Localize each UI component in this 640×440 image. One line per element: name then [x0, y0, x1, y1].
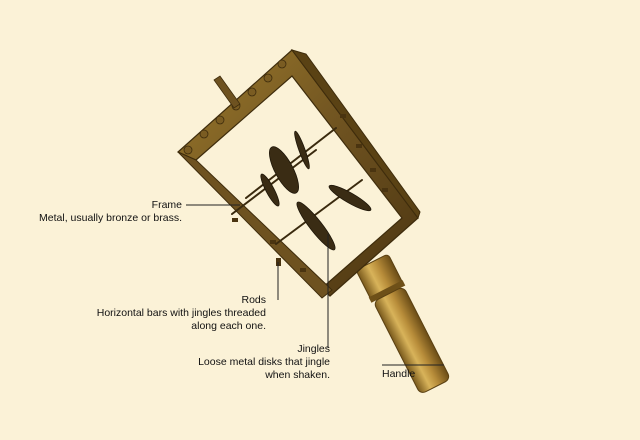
frame-label: Frame Metal, usually bronze or brass.	[39, 199, 182, 225]
jingles-title: Jingles	[198, 343, 330, 356]
rods-desc-line2: along each one.	[97, 320, 266, 333]
handle-title: Handle	[382, 368, 415, 381]
jingles-desc-line2: when shaken.	[198, 369, 330, 382]
rods-desc-line1: Horizontal bars with jingles threaded	[97, 307, 266, 320]
frame-title: Frame	[39, 199, 182, 212]
frame-right-side	[292, 50, 420, 218]
rods-label: Rods Horizontal bars with jingles thread…	[97, 294, 266, 333]
frame-top-post	[214, 76, 240, 108]
jingle-4	[327, 182, 374, 215]
handle-label: Handle	[382, 368, 415, 381]
jingles-desc-line1: Loose metal disks that jingle	[198, 356, 330, 369]
jingles-label: Jingles Loose metal disks that jingle wh…	[198, 343, 330, 382]
frame-desc: Metal, usually bronze or brass.	[39, 212, 182, 225]
rods-title: Rods	[97, 294, 266, 307]
